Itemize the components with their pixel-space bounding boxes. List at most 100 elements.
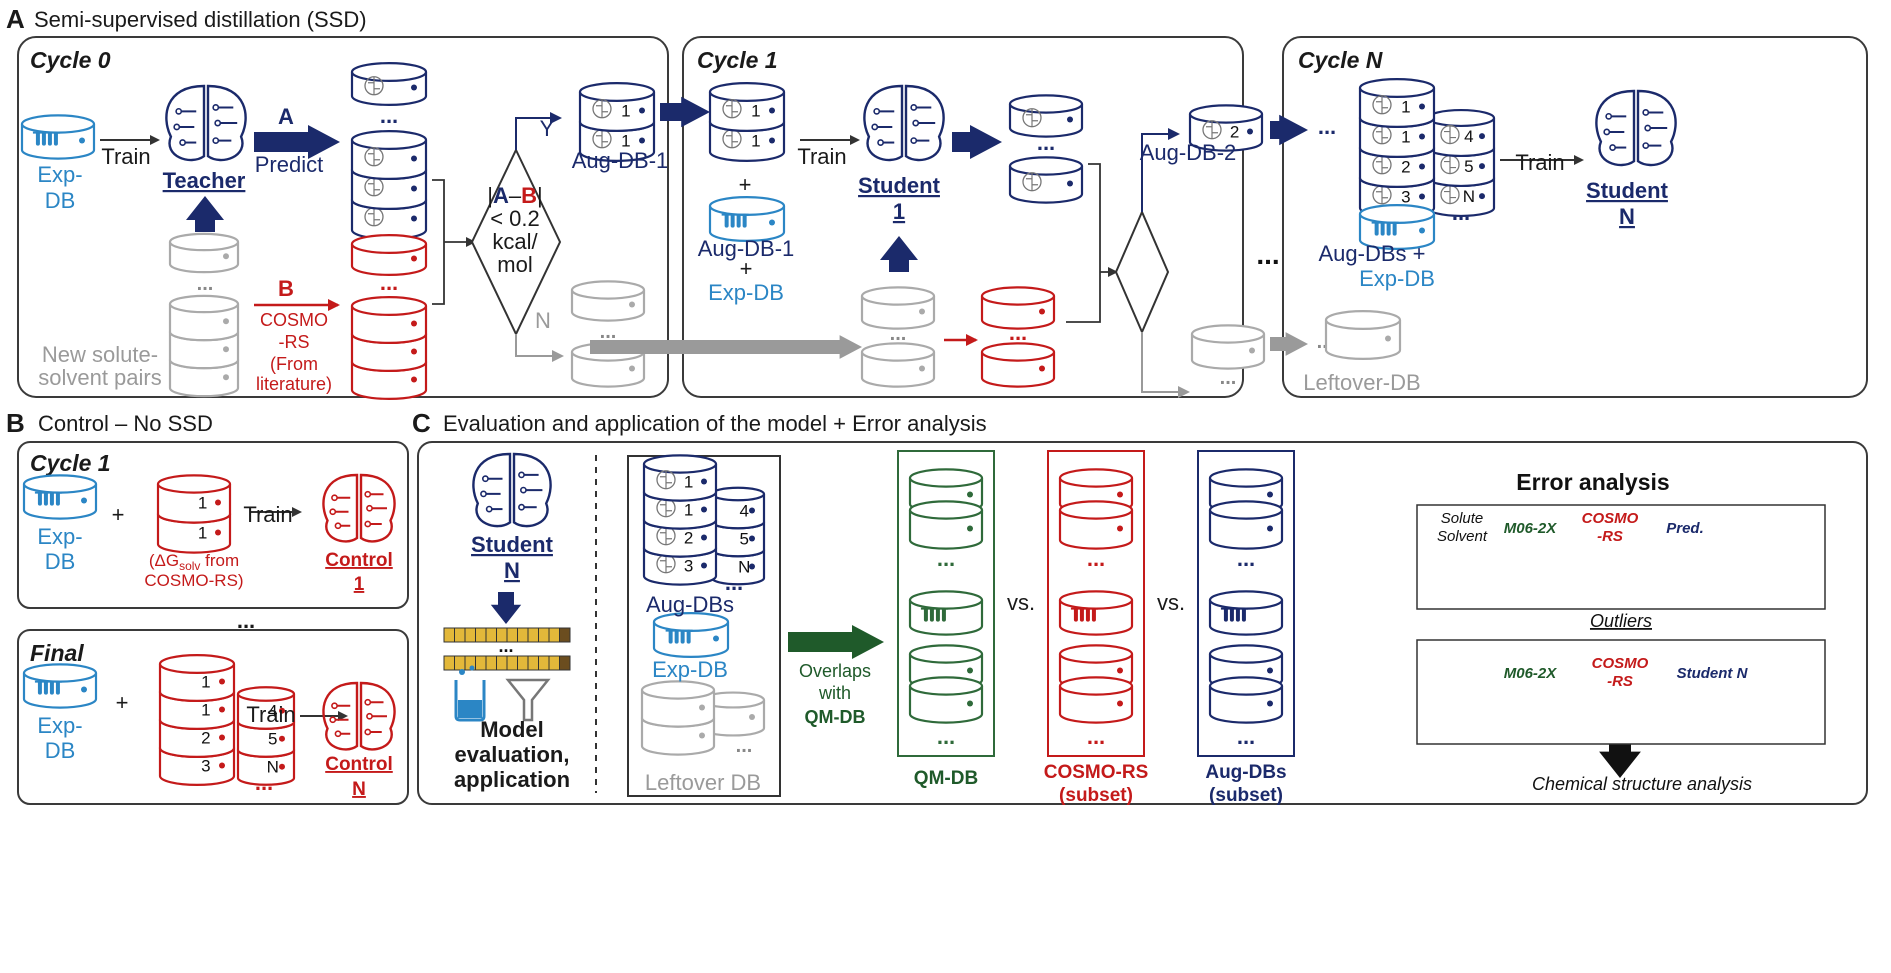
- cosmo-subset-2: (subset): [1059, 785, 1133, 806]
- database-dot: [81, 686, 87, 693]
- leftover-to-cycle1-arrow: [590, 335, 862, 359]
- feature-cell: [475, 627, 487, 643]
- database-top: [1208, 676, 1284, 696]
- col-db-special: [908, 590, 984, 636]
- brain-node: [1642, 142, 1650, 149]
- panel-c-title: Evaluation and application of the model …: [443, 411, 987, 436]
- s1-pred-top: [1008, 94, 1084, 138]
- panelc-stack-ellipsis: ...: [725, 570, 743, 595]
- database-body: [642, 492, 718, 530]
- cycleN-stack-ellipsis: ...: [1452, 200, 1470, 225]
- brain-mini-icon: [1022, 172, 1042, 192]
- control-c1-train: Train: [243, 502, 292, 527]
- database-body: [158, 720, 236, 758]
- database-top: [1208, 500, 1284, 520]
- new-pairs-db-top: [168, 232, 240, 274]
- brain-node: [173, 123, 181, 131]
- database-top: [578, 82, 656, 102]
- brain-mini-icon: [1372, 95, 1392, 115]
- test-tube: [43, 491, 48, 506]
- brain-node: [1605, 112, 1613, 120]
- error-table: [1416, 504, 1826, 610]
- panelc-leftover-left: [640, 680, 716, 756]
- database-dot: [411, 320, 417, 327]
- database-top: [1426, 108, 1496, 128]
- database-dot: [749, 563, 755, 570]
- database-top: [1058, 676, 1134, 696]
- panel-b-ellipsis: ...: [237, 608, 255, 633]
- brain-node: [329, 716, 337, 724]
- database-dot: [1039, 308, 1045, 315]
- brain-node: [212, 104, 220, 111]
- brain-node: [1642, 109, 1650, 116]
- brain-left: [863, 84, 904, 162]
- t2-cosmo-1: COSMO: [1592, 655, 1649, 672]
- brain-node: [1644, 124, 1652, 132]
- brain-right: [359, 681, 396, 751]
- t1-cosmo-2: -RS: [1597, 528, 1623, 545]
- database-body: [1358, 88, 1436, 128]
- cosmo-column: ......: [1058, 468, 1134, 749]
- brain-right: [512, 452, 552, 528]
- cycle1-train-label: Train: [797, 144, 846, 169]
- database-dot: [749, 535, 755, 542]
- database-body: [156, 514, 232, 554]
- feature-bar-1: [443, 627, 571, 643]
- bubble: [469, 665, 475, 671]
- database-body: [1208, 510, 1284, 550]
- studentN-brain-icon: [1595, 89, 1677, 167]
- test-tube: [1380, 221, 1385, 236]
- brain-node: [481, 475, 489, 483]
- database-dot: [411, 185, 417, 192]
- database-dot: [967, 525, 973, 532]
- control-final-expdb-icon: [22, 663, 98, 709]
- brain-node: [366, 504, 373, 512]
- brain-lines: [1376, 125, 1388, 144]
- cycle1-expdb-label: Exp-DB: [708, 280, 784, 305]
- database-top: [860, 286, 936, 306]
- feature-cell: [464, 627, 476, 643]
- database-dot: [1419, 163, 1425, 170]
- brain-lines: [660, 526, 672, 545]
- col-db-2: [1058, 500, 1134, 550]
- test-tube: [1223, 607, 1228, 622]
- database-number: 4: [268, 702, 277, 721]
- database-dot: [279, 763, 285, 770]
- cycle1-augdb1-stack: 11: [708, 82, 786, 162]
- database-number: N: [1463, 187, 1475, 206]
- col-ellipsis-1: ...: [937, 546, 955, 571]
- cosmo-db-stack: [350, 296, 428, 400]
- database-number: N: [267, 758, 279, 777]
- feature-cell: [496, 655, 508, 671]
- database-top: [640, 680, 716, 700]
- control-c1-cosmo: COSMO-RS): [144, 571, 243, 590]
- test-tube: [1091, 607, 1096, 622]
- brain-node: [329, 508, 337, 516]
- brain-lines: [660, 470, 672, 489]
- brain-node: [520, 486, 527, 494]
- brain-node: [179, 139, 186, 146]
- database-dot: [279, 735, 285, 742]
- col-db-2: [908, 500, 984, 550]
- database-body: [1358, 118, 1436, 158]
- yes-arrow-1: [1141, 128, 1180, 212]
- decision-line1: |A–B|: [487, 183, 542, 208]
- test-tube: [1079, 607, 1084, 622]
- student1-brain-icon: [863, 84, 945, 162]
- database-dot: [215, 529, 221, 536]
- database-body: [1358, 148, 1436, 188]
- test-tube: [1229, 607, 1234, 622]
- database-top: [22, 474, 98, 494]
- database-segment: 4: [710, 486, 766, 530]
- brain-node: [485, 505, 493, 513]
- database-body: [350, 306, 428, 344]
- database-top: [908, 590, 984, 610]
- teacher-input-arrow: [186, 196, 224, 232]
- database-number: 3: [684, 556, 693, 575]
- qmdb-box: [897, 450, 995, 757]
- cosmo-db-top: [350, 234, 428, 276]
- outliers-table: [1416, 639, 1826, 745]
